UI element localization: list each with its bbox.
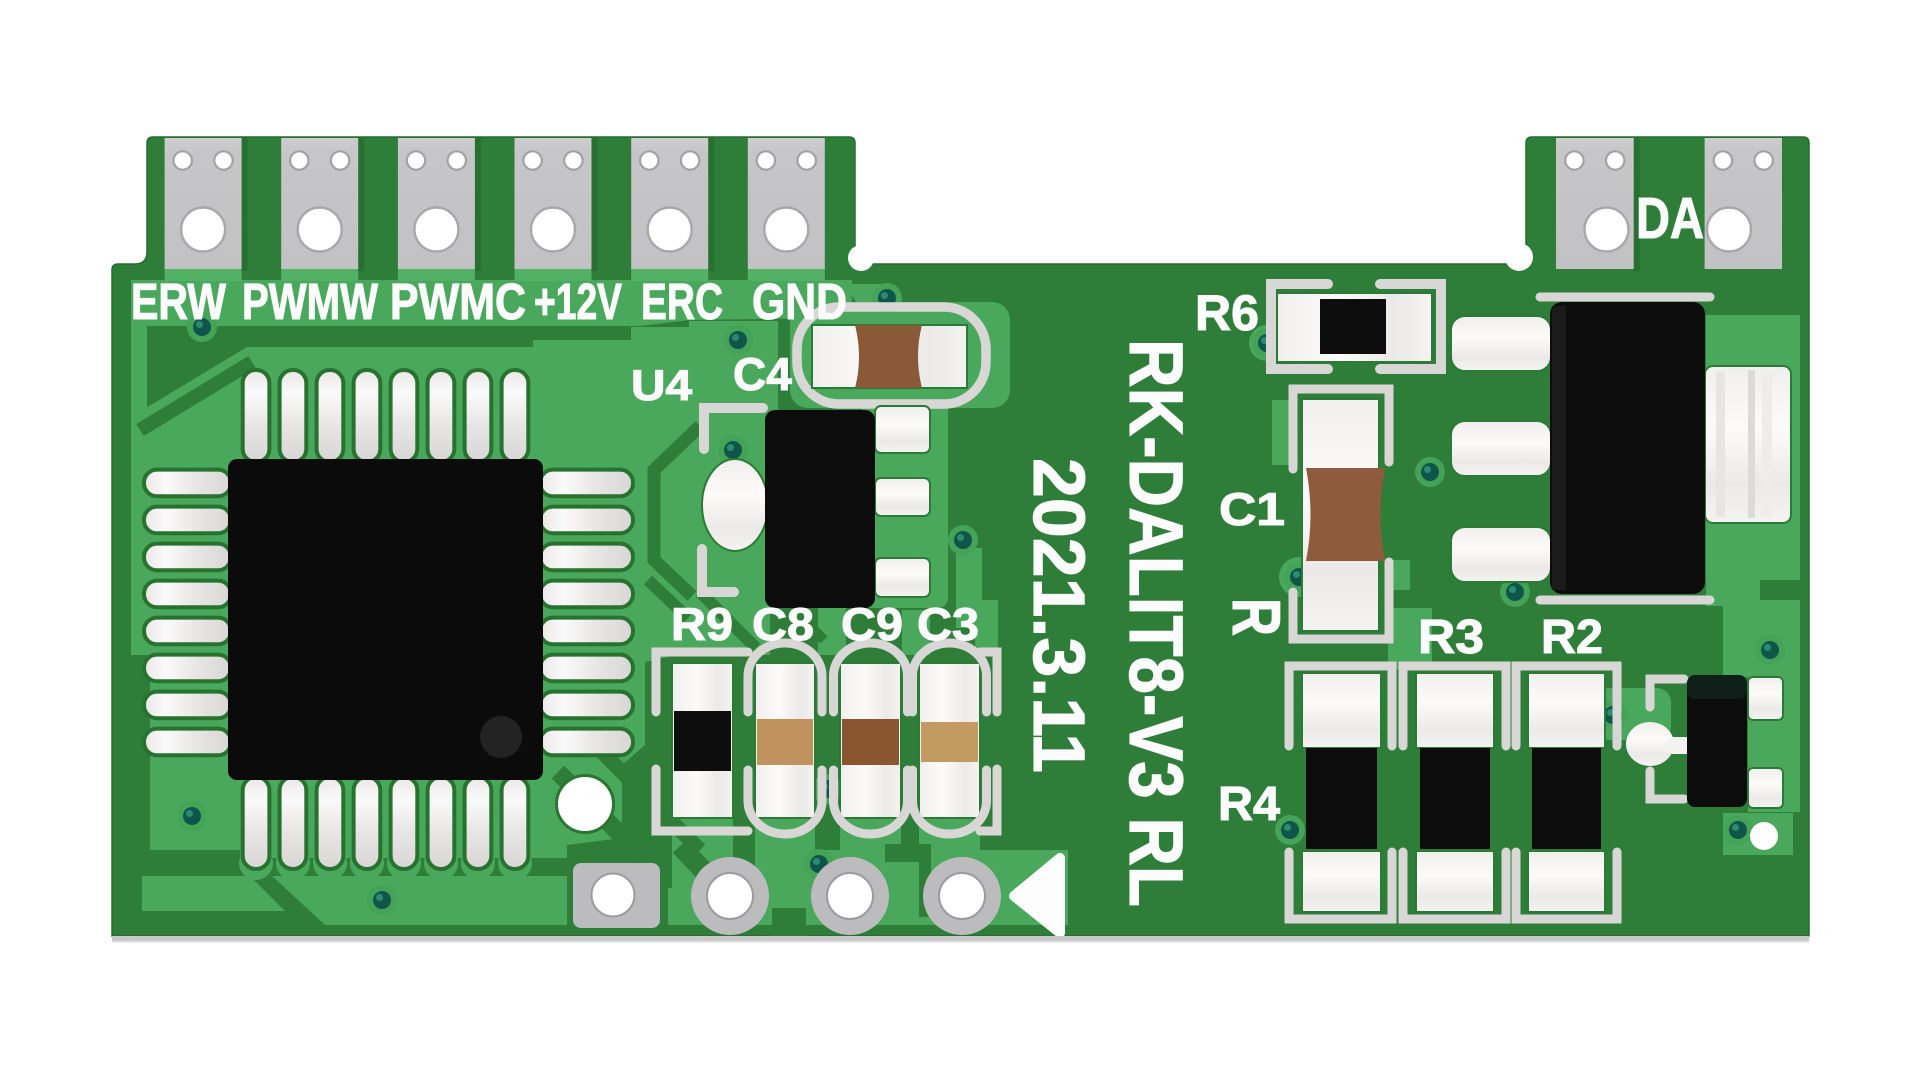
- svg-text:C9: C9: [841, 598, 903, 650]
- svg-text:RK-DALIT8-V3 RL: RK-DALIT8-V3 RL: [1113, 339, 1198, 907]
- svg-text:R9: R9: [671, 598, 733, 650]
- svg-text:PWMC: PWMC: [390, 273, 526, 330]
- svg-text:ERW: ERW: [131, 273, 227, 330]
- svg-text:R3: R3: [1418, 611, 1484, 664]
- svg-text:GND: GND: [752, 273, 847, 330]
- svg-text:C1: C1: [1219, 483, 1285, 535]
- svg-text:U4: U4: [631, 362, 692, 410]
- svg-text:2021.3.11: 2021.3.11: [1018, 458, 1099, 773]
- svg-text:R6: R6: [1195, 285, 1259, 341]
- svg-text:R2: R2: [1541, 611, 1603, 664]
- svg-text:C4: C4: [733, 348, 792, 400]
- svg-text:R4: R4: [1218, 778, 1280, 831]
- svg-text:DA: DA: [1636, 186, 1704, 251]
- svg-text:PWMW: PWMW: [242, 273, 379, 330]
- svg-text:C8: C8: [752, 598, 814, 650]
- svg-text:+12V: +12V: [534, 273, 622, 330]
- svg-text:C3: C3: [917, 598, 979, 650]
- svg-text:R: R: [1218, 598, 1294, 636]
- svg-text:ERC: ERC: [641, 273, 723, 330]
